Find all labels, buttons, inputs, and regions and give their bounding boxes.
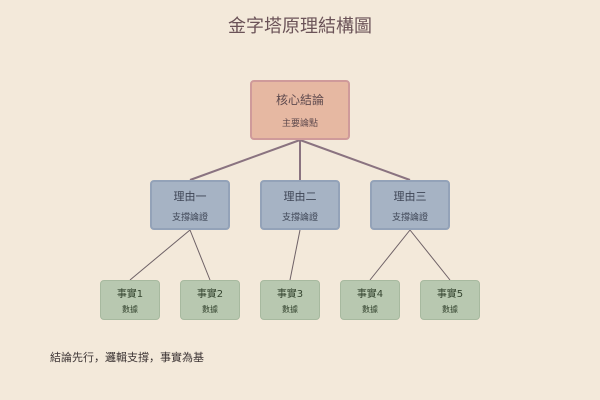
- reason-node-subtitle: 支撐論證: [281, 212, 318, 223]
- connector-reason-2-fact-3: [289, 229, 301, 281]
- reason-node-subtitle: 支撐論證: [171, 212, 208, 223]
- reason-node-3: 理由三 支撐論證: [370, 180, 450, 230]
- connector-root-reason-3: [299, 139, 411, 181]
- fact-node-title: 事實1: [116, 289, 144, 300]
- root-node-subtitle: 主要論點: [281, 119, 318, 129]
- connector-reason-3-fact-4: [369, 229, 411, 281]
- connector-root-reason-1: [189, 139, 301, 181]
- connector-reason-1-fact-1: [129, 229, 191, 281]
- fact-node-2: 事實2 數據: [180, 280, 240, 320]
- reason-node-2: 理由二 支撐論證: [260, 180, 340, 230]
- diagram-title: 金字塔原理結構圖: [228, 16, 372, 37]
- reason-node-subtitle: 支撐論證: [391, 212, 428, 223]
- reason-node-title: 理由一: [173, 189, 207, 203]
- fact-node-title: 事實3: [276, 289, 304, 300]
- fact-node-subtitle: 數據: [442, 305, 458, 314]
- connector-reason-1-fact-2: [189, 229, 211, 281]
- fact-node-subtitle: 數據: [282, 305, 298, 314]
- reason-node-title: 理由二: [283, 189, 317, 203]
- fact-node-5: 事實5 數據: [420, 280, 480, 320]
- reason-node-1: 理由一 支撐論證: [150, 180, 230, 230]
- fact-node-subtitle: 數據: [362, 305, 378, 314]
- fact-node-title: 事實2: [196, 289, 224, 300]
- reason-node-title: 理由三: [393, 189, 427, 203]
- fact-node-4: 事實4 數據: [340, 280, 400, 320]
- fact-node-title: 事實5: [436, 289, 464, 300]
- fact-node-subtitle: 數據: [122, 305, 138, 314]
- root-node-core-conclusion: 核心結論 主要論點: [250, 80, 350, 140]
- footer-caption: 結論先行，邏輯支撐，事實為基: [50, 351, 204, 364]
- fact-node-title: 事實4: [356, 289, 384, 300]
- fact-node-subtitle: 數據: [202, 305, 218, 314]
- connector-reason-3-fact-5: [409, 229, 451, 281]
- fact-node-1: 事實1 數據: [100, 280, 160, 320]
- fact-node-3: 事實3 數據: [260, 280, 320, 320]
- root-node-title: 核心結論: [275, 93, 324, 107]
